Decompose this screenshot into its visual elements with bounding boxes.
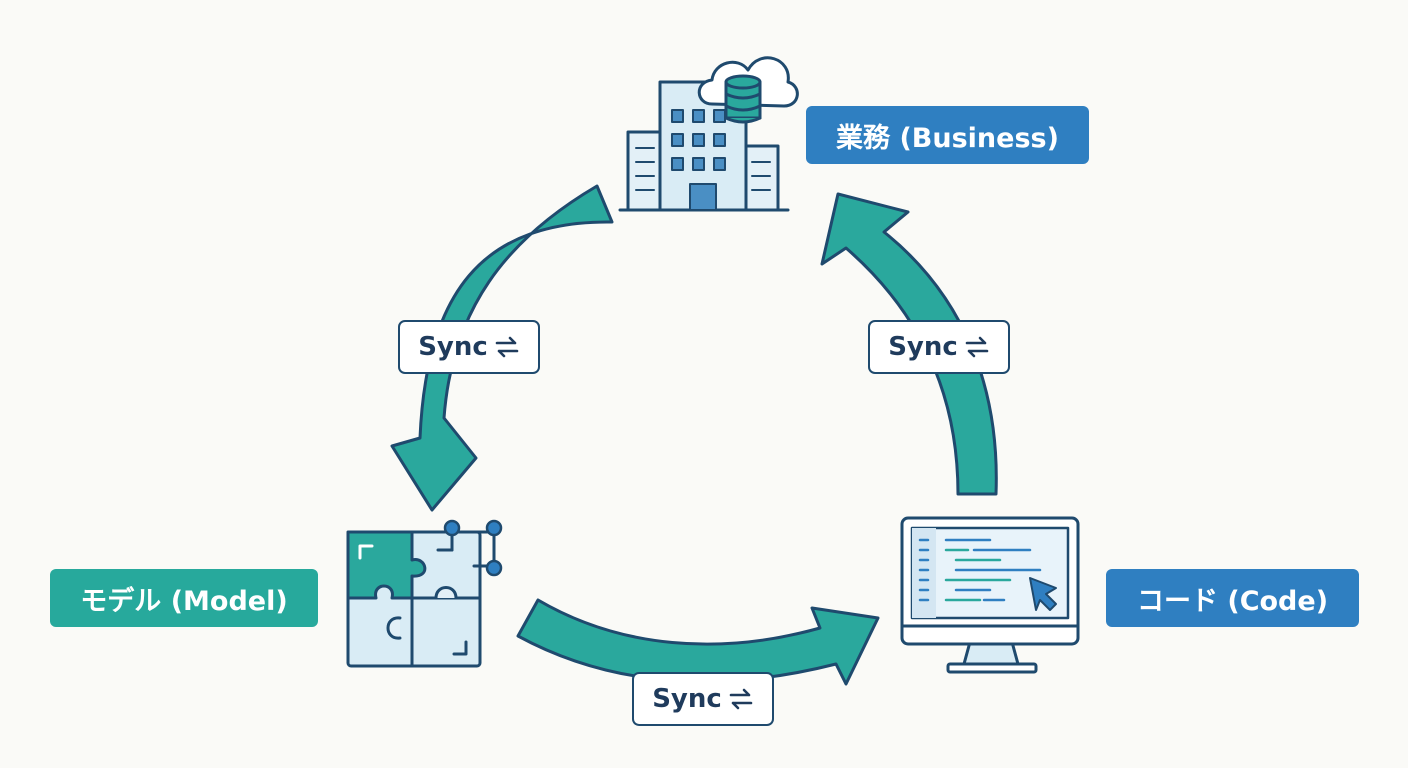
puzzle-network-icon — [346, 519, 503, 668]
arrow-code-to-business — [820, 192, 998, 496]
model-label: モデル (Model) — [50, 569, 318, 627]
sync-arrows-icon — [729, 688, 753, 710]
code-label-text: コード (Code) — [1136, 585, 1329, 617]
sync-badge-code-business: Sync — [868, 320, 1010, 374]
model-label-text: モデル (Model) — [80, 585, 288, 617]
arrow-model-to-code — [516, 598, 880, 686]
sync-badge-text: Sync — [652, 684, 722, 714]
arrow-business-to-model — [390, 184, 614, 512]
sync-badge-text: Sync — [418, 332, 488, 362]
monitor-code-cursor-icon — [900, 516, 1080, 674]
sync-arrows-icon — [965, 336, 989, 358]
sync-badge-business-model: Sync — [398, 320, 540, 374]
business-label: 業務 (Business) — [806, 106, 1089, 164]
sync-badge-text: Sync — [888, 332, 958, 362]
code-label: コード (Code) — [1106, 569, 1359, 627]
business-label-text: 業務 (Business) — [836, 122, 1059, 154]
sync-badge-model-code: Sync — [632, 672, 774, 726]
sync-arrows-icon — [495, 336, 519, 358]
office-building-cloud-database-icon — [618, 56, 799, 212]
